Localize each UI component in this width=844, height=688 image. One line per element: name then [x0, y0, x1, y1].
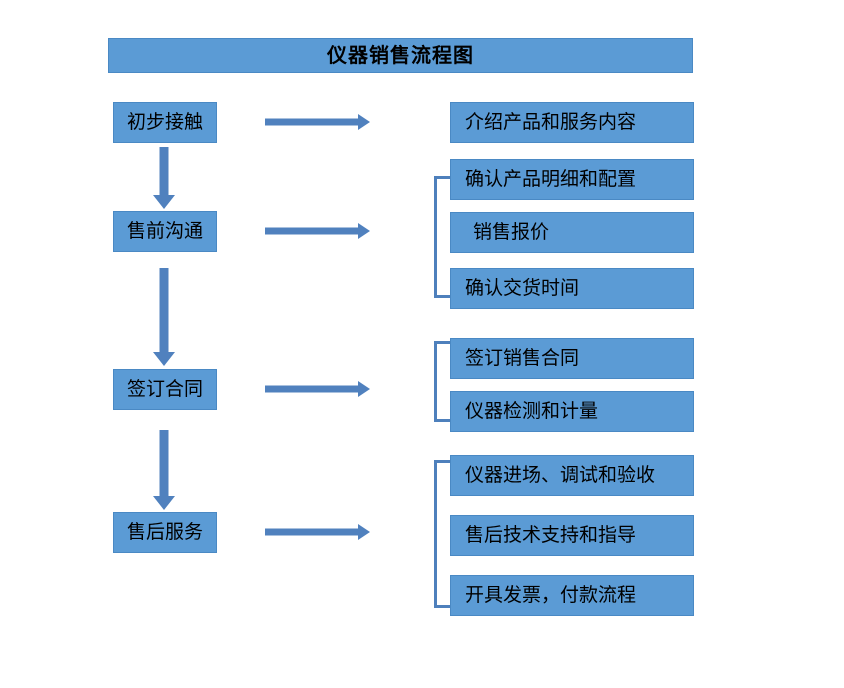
- arrow-shaft: [159, 430, 169, 498]
- task-label: 介绍产品和服务内容: [465, 112, 637, 133]
- group-bracket-presales: [434, 176, 450, 298]
- stage-label: 签订合同: [126, 379, 203, 400]
- right-arrow-to-group2: [265, 222, 370, 240]
- task-label: 签订销售合同: [465, 348, 580, 369]
- task-label: 确认产品明细和配置: [465, 169, 637, 190]
- down-arrow-contract-to-aftersales: [152, 430, 176, 510]
- arrow-head: [153, 496, 175, 510]
- stage-box-sign-contract[interactable]: 签订合同: [113, 369, 217, 410]
- arrow-head: [358, 223, 370, 239]
- stage-box-presales-communication[interactable]: 售前沟通: [113, 211, 217, 252]
- task-label: 售后技术支持和指导: [465, 525, 637, 546]
- arrow-shaft: [159, 268, 169, 354]
- task-label: 销售报价: [473, 222, 550, 243]
- arrow-head: [153, 352, 175, 366]
- task-box-confirm-delivery-time[interactable]: 确认交货时间: [450, 268, 694, 309]
- arrow-head: [358, 381, 370, 397]
- task-box-sign-sales-contract[interactable]: 签订销售合同: [450, 338, 694, 379]
- task-label: 开具发票，付款流程: [465, 585, 637, 606]
- task-box-instrument-testing[interactable]: 仪器检测和计量: [450, 391, 694, 432]
- task-box-instrument-installation[interactable]: 仪器进场、调试和验收: [450, 455, 694, 496]
- right-arrow-to-group4: [265, 523, 370, 541]
- arrow-shaft: [265, 385, 359, 393]
- arrow-shaft: [265, 118, 359, 126]
- chart-title-banner: 仪器销售流程图: [108, 38, 693, 73]
- task-label: 确认交货时间: [465, 278, 580, 299]
- arrow-head: [153, 195, 175, 209]
- stage-box-aftersales-service[interactable]: 售后服务: [113, 512, 217, 553]
- task-box-confirm-product-details[interactable]: 确认产品明细和配置: [450, 159, 694, 200]
- down-arrow-contact-to-presales: [152, 147, 176, 209]
- task-box-invoice-payment[interactable]: 开具发票，付款流程: [450, 575, 694, 616]
- arrow-shaft: [265, 227, 359, 235]
- stage-label: 初步接触: [126, 112, 203, 133]
- task-box-sales-quotation[interactable]: 销售报价: [450, 212, 694, 253]
- arrow-head: [358, 524, 370, 540]
- task-label: 仪器进场、调试和验收: [465, 465, 656, 486]
- stage-label: 售后服务: [126, 522, 203, 543]
- arrow-shaft: [265, 528, 359, 536]
- right-arrow-to-group3: [265, 380, 370, 398]
- page-title: 仪器销售流程图: [327, 44, 474, 67]
- stage-box-initial-contact[interactable]: 初步接触: [113, 102, 217, 143]
- arrow-head: [358, 114, 370, 130]
- task-box-aftersales-support[interactable]: 售后技术支持和指导: [450, 515, 694, 556]
- arrow-shaft: [159, 147, 169, 197]
- task-box-introduce-products[interactable]: 介绍产品和服务内容: [450, 102, 694, 143]
- group-bracket-aftersales: [434, 460, 450, 608]
- down-arrow-presales-to-contract: [152, 268, 176, 366]
- right-arrow-to-group1: [265, 113, 370, 131]
- group-bracket-contract: [434, 341, 450, 422]
- task-label: 仪器检测和计量: [465, 401, 599, 422]
- stage-label: 售前沟通: [126, 221, 203, 242]
